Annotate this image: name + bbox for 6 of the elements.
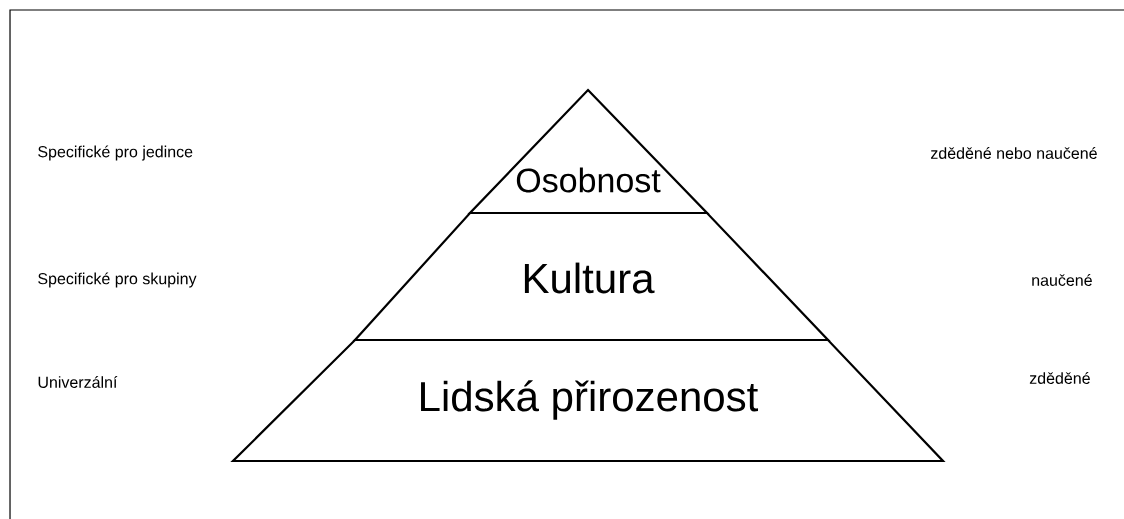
side-label: Univerzální (38, 376, 118, 388)
side-label: Specifické pro skupiny (38, 272, 197, 288)
side-label: zděděné (1029, 372, 1090, 384)
side-label: Specifické pro jedince (38, 145, 193, 161)
side-label: zděděné nebo naučené (931, 147, 1097, 159)
side-label: naučené (1032, 274, 1092, 286)
